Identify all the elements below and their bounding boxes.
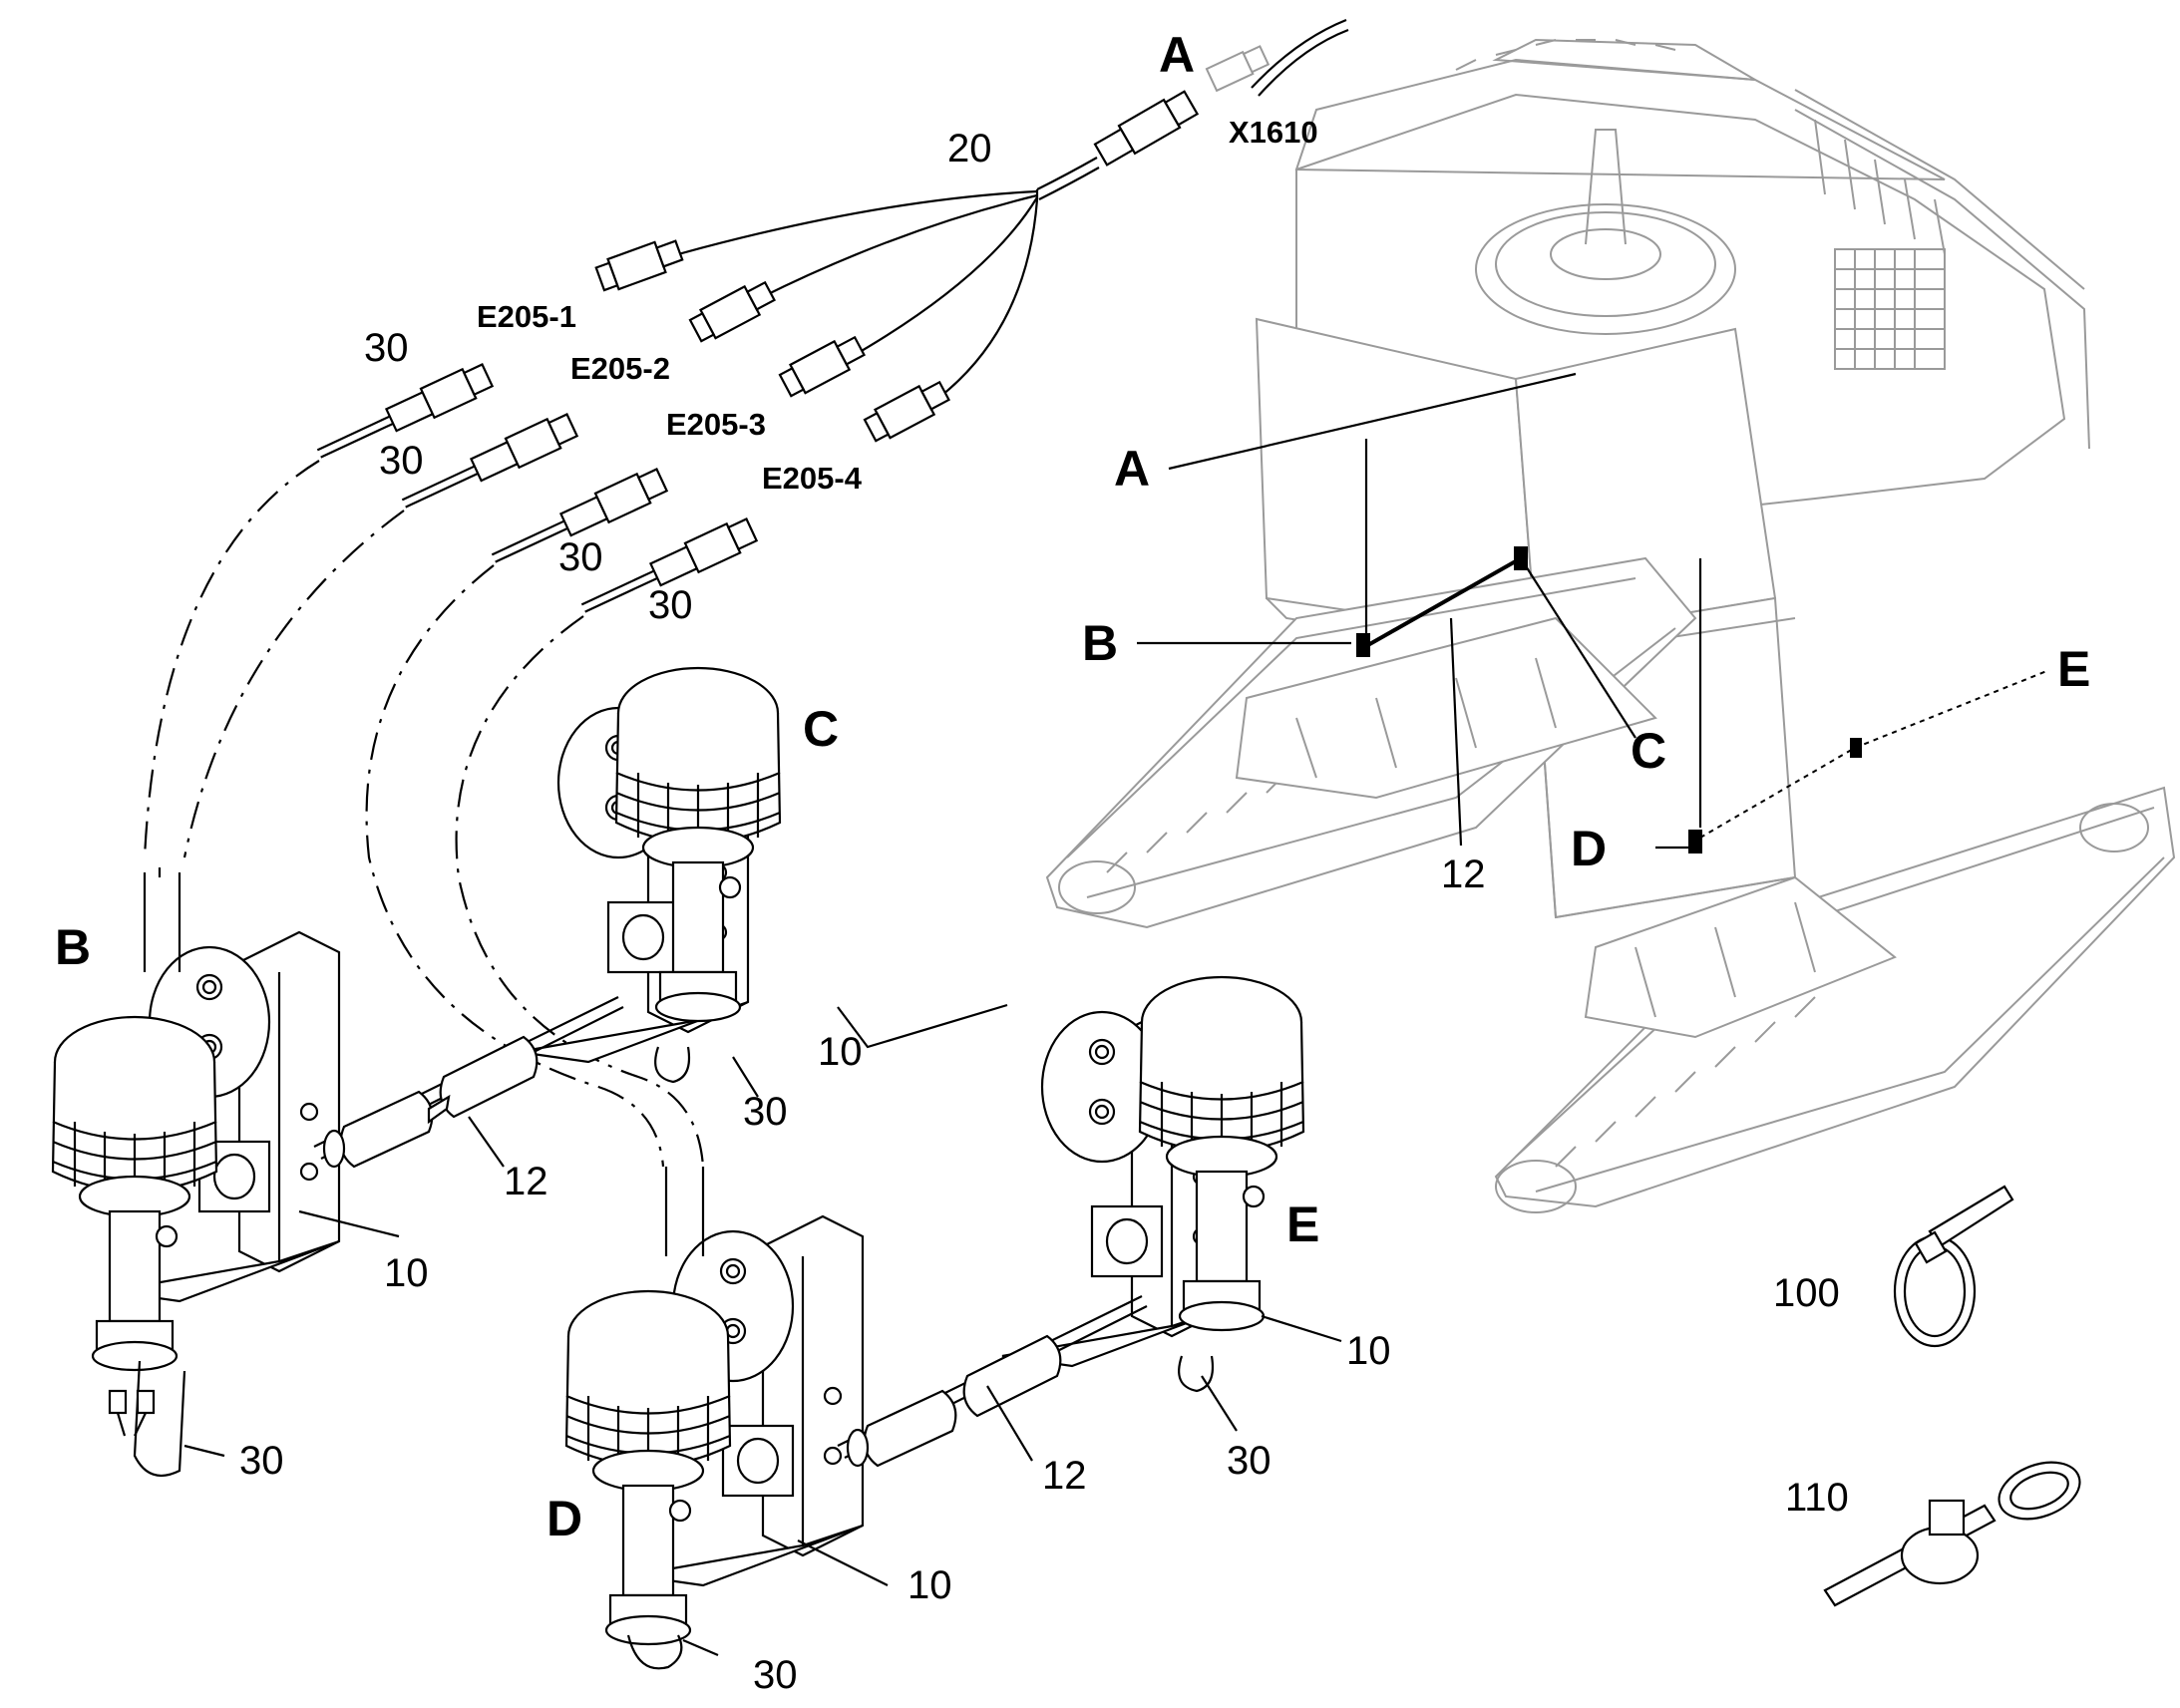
cable-clip-110 xyxy=(1823,1461,2081,1607)
label-lead-e-30: 30 xyxy=(1227,1439,1272,1483)
lamp-assembly-c xyxy=(517,666,782,1084)
label-connector-x1610: X1610 xyxy=(1229,115,1318,150)
label-cable-d-12: 12 xyxy=(1042,1454,1087,1498)
label-machine-c: C xyxy=(1631,723,1666,779)
label-lamp-c: C xyxy=(803,701,839,757)
label-connector-e205-3: E205-3 xyxy=(666,407,766,442)
label-lead-b-30: 30 xyxy=(239,1439,284,1483)
label-cable-clip-110: 110 xyxy=(1785,1476,1849,1520)
label-bracket-e-10: 10 xyxy=(1346,1329,1391,1373)
machine-illustration xyxy=(1045,38,2176,1213)
label-machine-b: B xyxy=(1082,615,1118,671)
label-machine-a: A xyxy=(1114,441,1150,497)
lamp-assembly-e xyxy=(1000,975,1305,1393)
label-bracket-b-10: 10 xyxy=(384,1251,429,1295)
label-machine-cable-12: 12 xyxy=(1441,853,1486,896)
label-lamp-e: E xyxy=(1286,1196,1319,1252)
label-cable-tie-100: 100 xyxy=(1773,1271,1840,1315)
labels: A X1610 20 E205-1 E205-2 E205-3 E205-4 3… xyxy=(55,27,2090,1697)
label-bracket-d-10: 10 xyxy=(908,1563,952,1607)
label-lead-c-30: 30 xyxy=(743,1090,788,1134)
label-machine-d: D xyxy=(1571,821,1607,876)
label-machine-e: E xyxy=(2057,641,2090,697)
lamp-assembly-d xyxy=(564,1167,865,1670)
label-lamp-d: D xyxy=(546,1491,582,1546)
lamp-assembly-b xyxy=(51,867,341,1478)
label-connector-e205-4: E205-4 xyxy=(762,461,863,496)
harness-20 xyxy=(594,18,1349,443)
label-plug-30-1: 30 xyxy=(364,326,409,370)
label-lamp-b: B xyxy=(55,919,91,975)
label-connector-e205-2: E205-2 xyxy=(570,351,670,386)
routing-lines xyxy=(143,460,705,1168)
leader-lines xyxy=(183,1003,1342,1657)
cable-tie-100 xyxy=(1893,1185,2014,1348)
machine-callouts xyxy=(1137,372,2050,854)
cable-12-bc xyxy=(313,996,624,1169)
label-detail-a: A xyxy=(1159,27,1195,83)
label-connector-e205-1: E205-1 xyxy=(477,299,576,334)
label-harness-20: 20 xyxy=(947,127,992,171)
plug-set-30 xyxy=(316,363,759,613)
cable-12-de xyxy=(837,1295,1148,1468)
label-plug-30-2: 30 xyxy=(379,439,424,483)
label-plug-30-3: 30 xyxy=(558,535,603,579)
label-plug-30-4: 30 xyxy=(648,583,693,627)
label-bracket-c-10: 10 xyxy=(818,1030,863,1074)
label-cable-b-12: 12 xyxy=(504,1160,548,1203)
label-lead-d-30: 30 xyxy=(753,1653,798,1697)
